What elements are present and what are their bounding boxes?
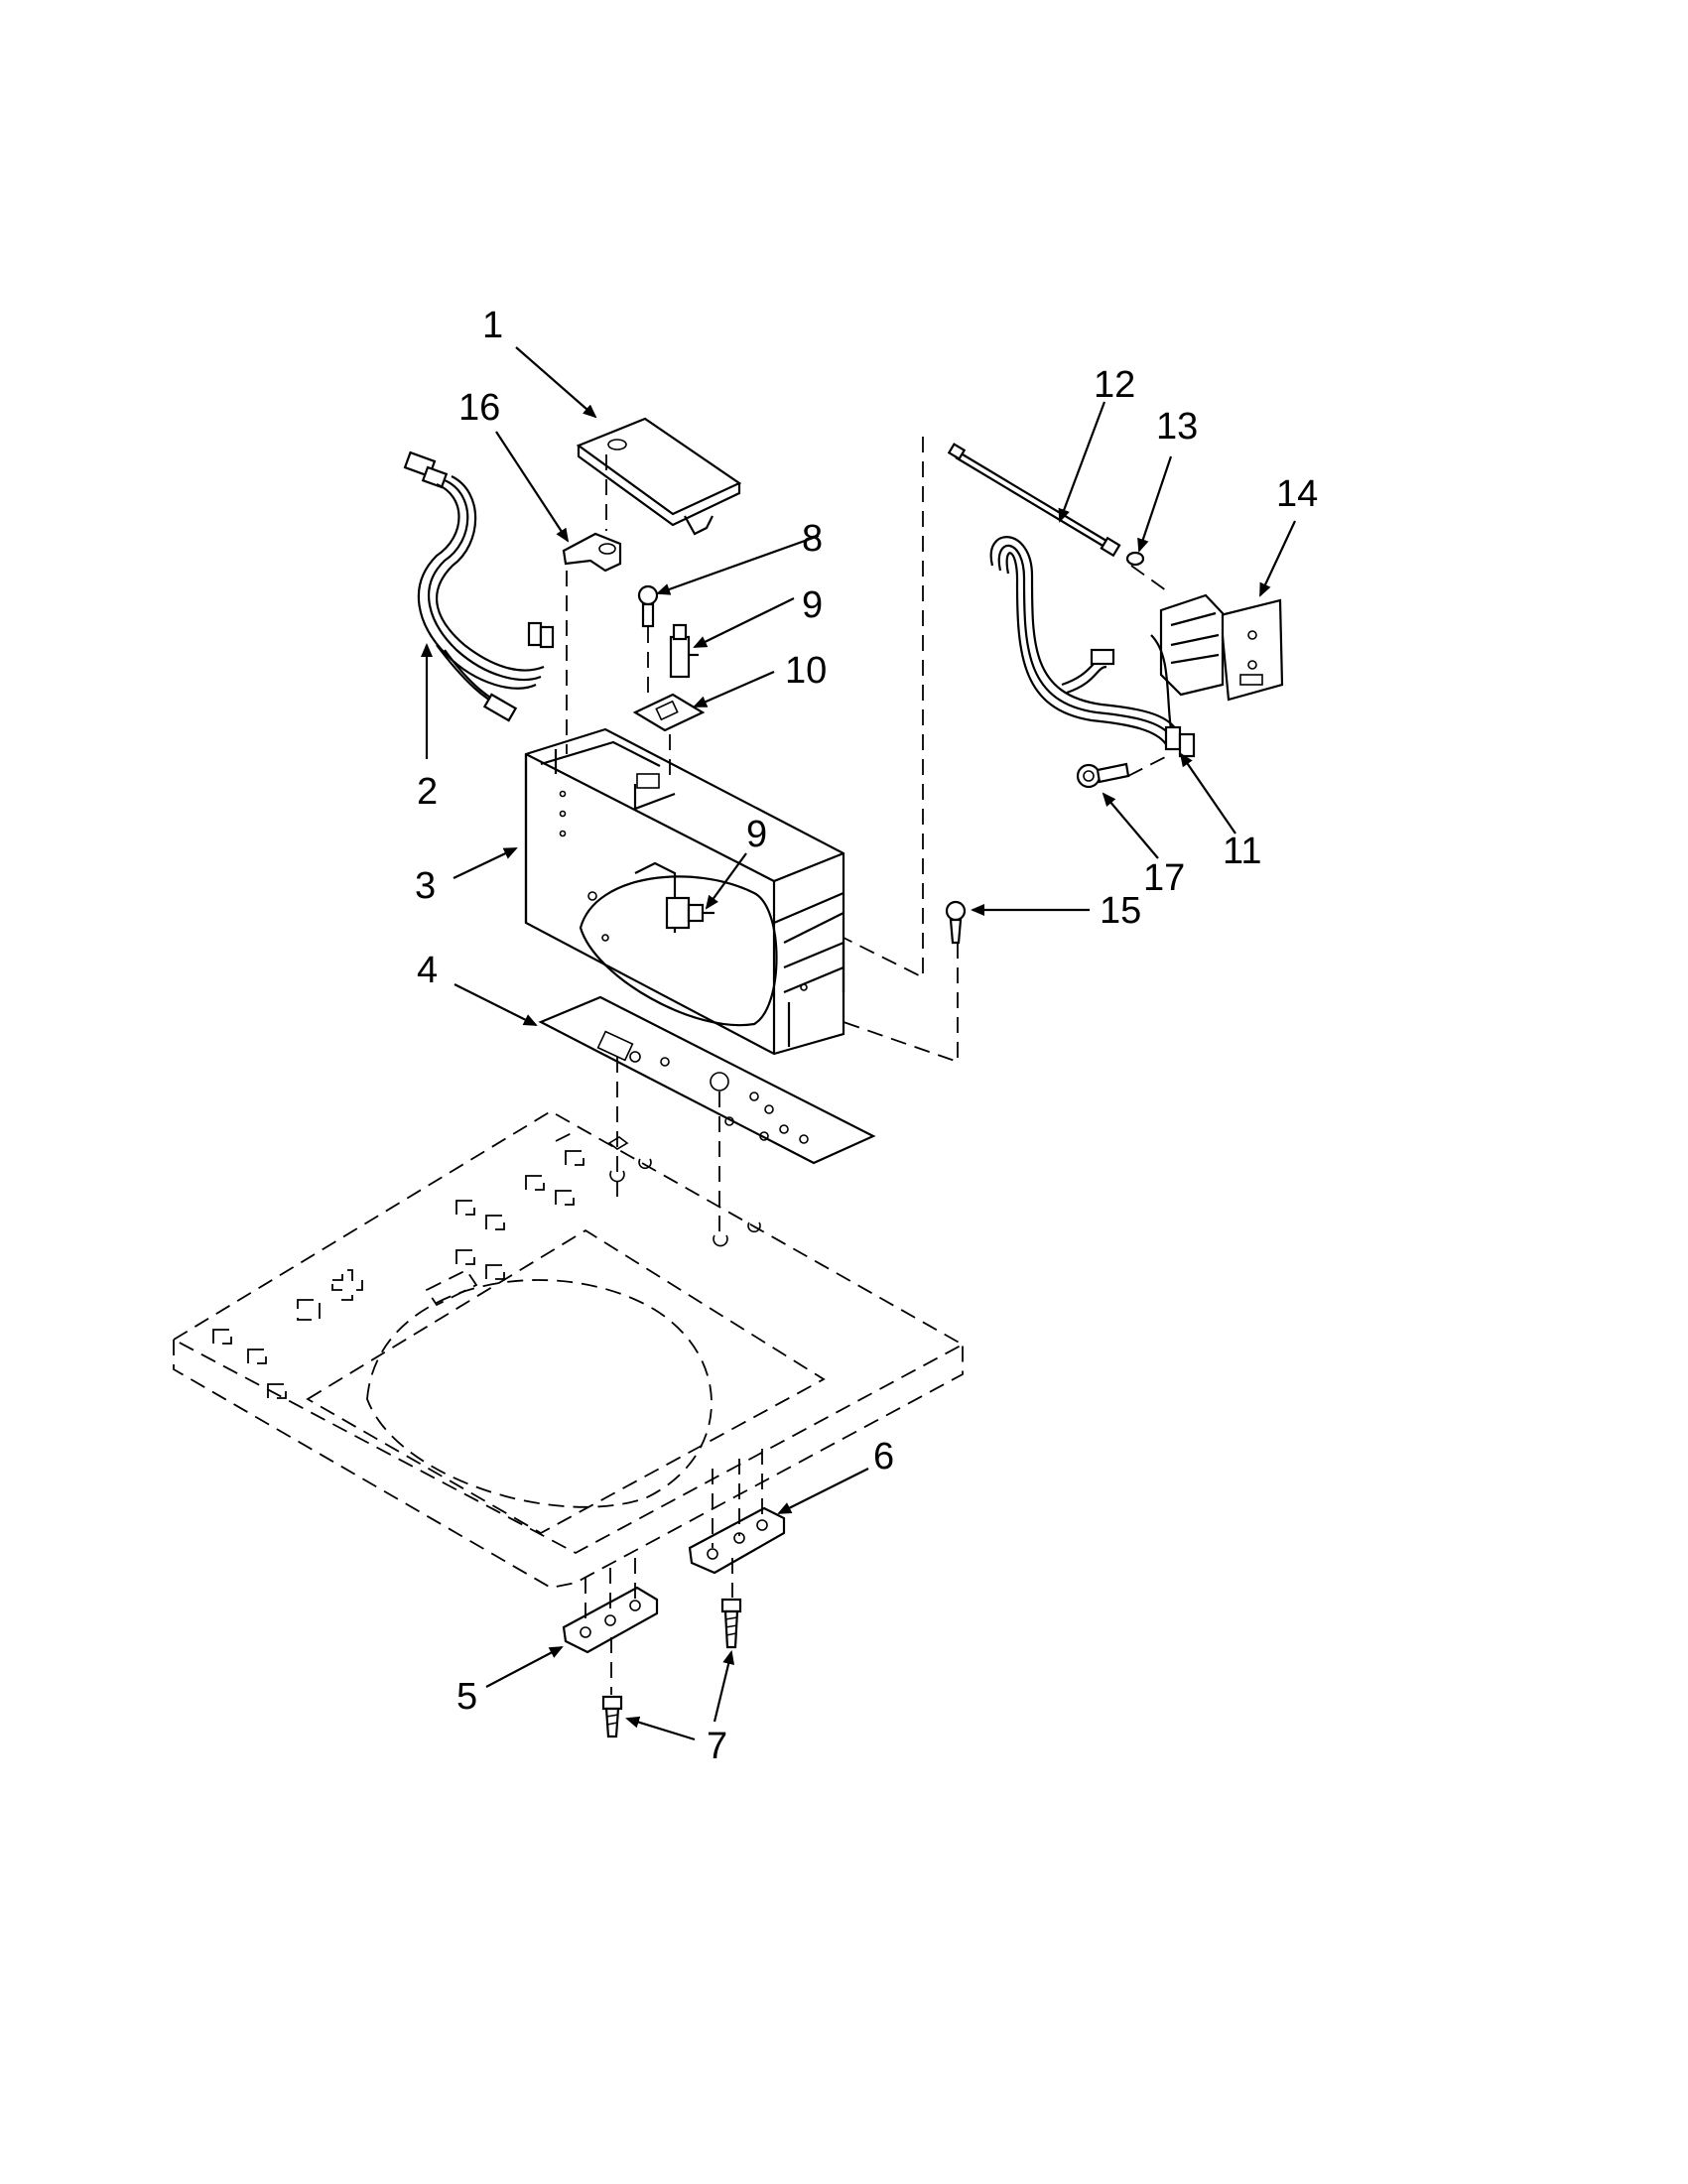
part-12-rod — [947, 443, 1121, 558]
part-13-o-ring — [1125, 551, 1145, 567]
part-3-console-housing — [524, 727, 845, 1056]
callout-3: 3 — [415, 865, 436, 907]
callout-9-bottom: 9 — [746, 814, 767, 855]
part-9-switch-top — [669, 623, 699, 679]
top-panel — [172, 1109, 965, 1589]
part-4-gasket — [538, 995, 876, 1165]
callout-12: 12 — [1094, 364, 1135, 406]
part-2-wire-harness — [403, 450, 555, 722]
callout-2: 2 — [417, 771, 438, 813]
callout-11: 11 — [1223, 831, 1261, 872]
part-16-bracket — [562, 532, 622, 573]
part-5-bracket — [562, 1586, 659, 1654]
callout-15: 15 — [1100, 890, 1141, 932]
callout-9-top: 9 — [802, 584, 823, 626]
part-17-screw — [1076, 762, 1130, 789]
callout-labels: 1 16 8 9 10 2 3 9 4 12 13 14 11 17 15 6 … — [415, 305, 1318, 1767]
part-8-screw — [637, 584, 659, 628]
part-6-bracket — [688, 1506, 786, 1575]
callout-5: 5 — [456, 1676, 477, 1718]
callout-13: 13 — [1156, 406, 1198, 448]
leader-lines — [421, 346, 1296, 1741]
callout-7: 7 — [707, 1726, 727, 1767]
callout-4: 4 — [417, 950, 438, 991]
callout-1: 1 — [482, 305, 503, 346]
callout-8: 8 — [802, 518, 823, 560]
part-10-pad — [632, 693, 706, 732]
part-14-control — [1159, 593, 1284, 702]
part-1-cover — [576, 417, 742, 536]
callout-17: 17 — [1143, 857, 1185, 899]
callout-14: 14 — [1276, 473, 1318, 515]
callout-6: 6 — [873, 1436, 894, 1477]
clips — [607, 1136, 761, 1247]
part-7-screws — [601, 1598, 742, 1738]
callout-16: 16 — [458, 387, 500, 429]
assembly-lines — [566, 437, 1172, 1695]
part-11-harness — [989, 536, 1196, 758]
part-9-switch-bottom — [665, 896, 714, 930]
callout-10: 10 — [785, 650, 827, 692]
part-15-screw — [945, 900, 967, 945]
